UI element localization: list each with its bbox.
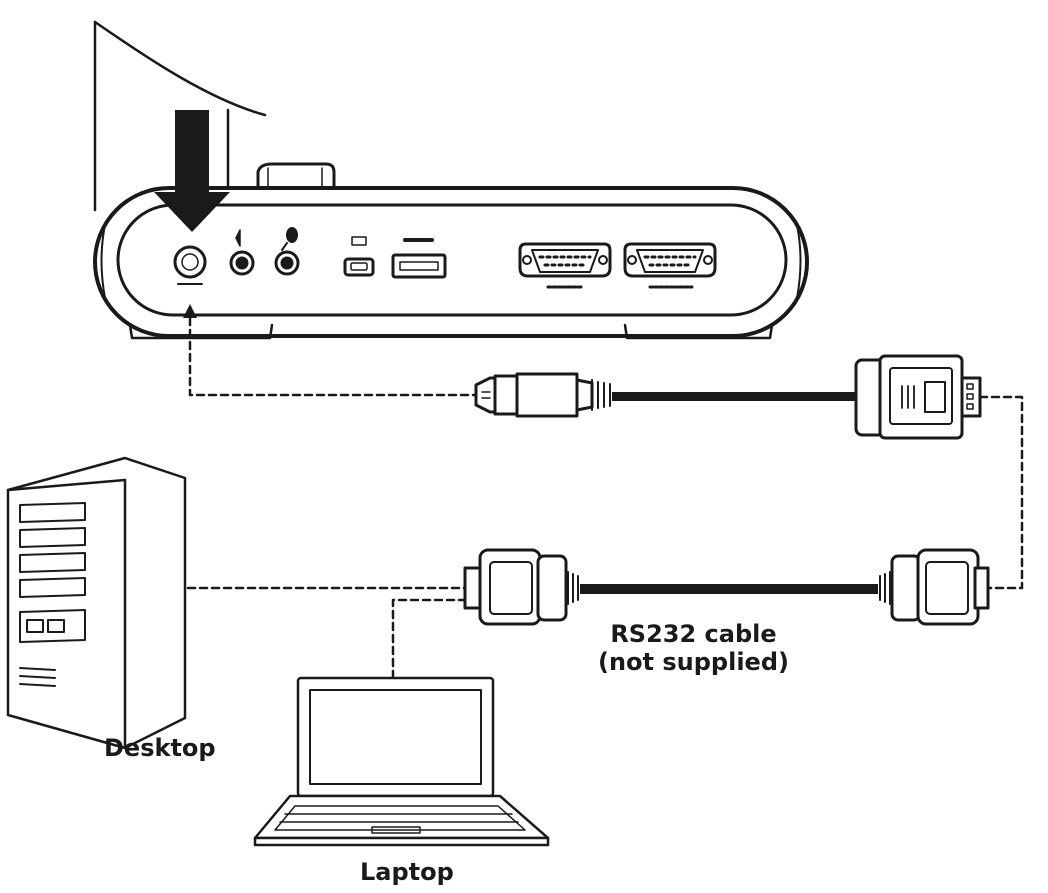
dashed-connections <box>186 316 1024 680</box>
rs232-cable-label-line1: RS232 cable <box>610 620 777 648</box>
down-arrow-icon <box>154 110 230 232</box>
db9-adapter-connector <box>854 354 982 440</box>
up-arrow-icon <box>183 304 197 318</box>
ps2-cable-connector <box>474 372 611 418</box>
microphone-icon <box>281 227 298 251</box>
laptop-label: Laptop <box>360 858 454 886</box>
mini-usb-port <box>343 257 375 277</box>
device-arm <box>93 20 267 212</box>
desktop-computer <box>6 456 187 750</box>
rs232-cable <box>580 584 878 594</box>
rs232-connector-right <box>879 548 990 626</box>
ps2-port <box>173 245 207 285</box>
mic-jack <box>274 250 300 276</box>
device-body <box>93 186 809 340</box>
laptop-computer <box>253 676 550 847</box>
rs232-connector-left <box>463 548 579 626</box>
usb-a-port <box>391 253 447 279</box>
usb-icon <box>351 236 367 246</box>
device-knob <box>256 162 336 192</box>
desktop-label: Desktop <box>104 734 216 762</box>
rs232-out-port <box>623 242 717 289</box>
adapter-cable <box>612 392 857 401</box>
speaker-icon <box>235 229 241 247</box>
rs232-cable-label: RS232 cable (not supplied) <box>598 620 789 676</box>
rs232-in-port <box>518 242 612 289</box>
rs232-cable-label-line2: (not supplied) <box>598 648 789 676</box>
speaker-jack <box>229 250 255 276</box>
